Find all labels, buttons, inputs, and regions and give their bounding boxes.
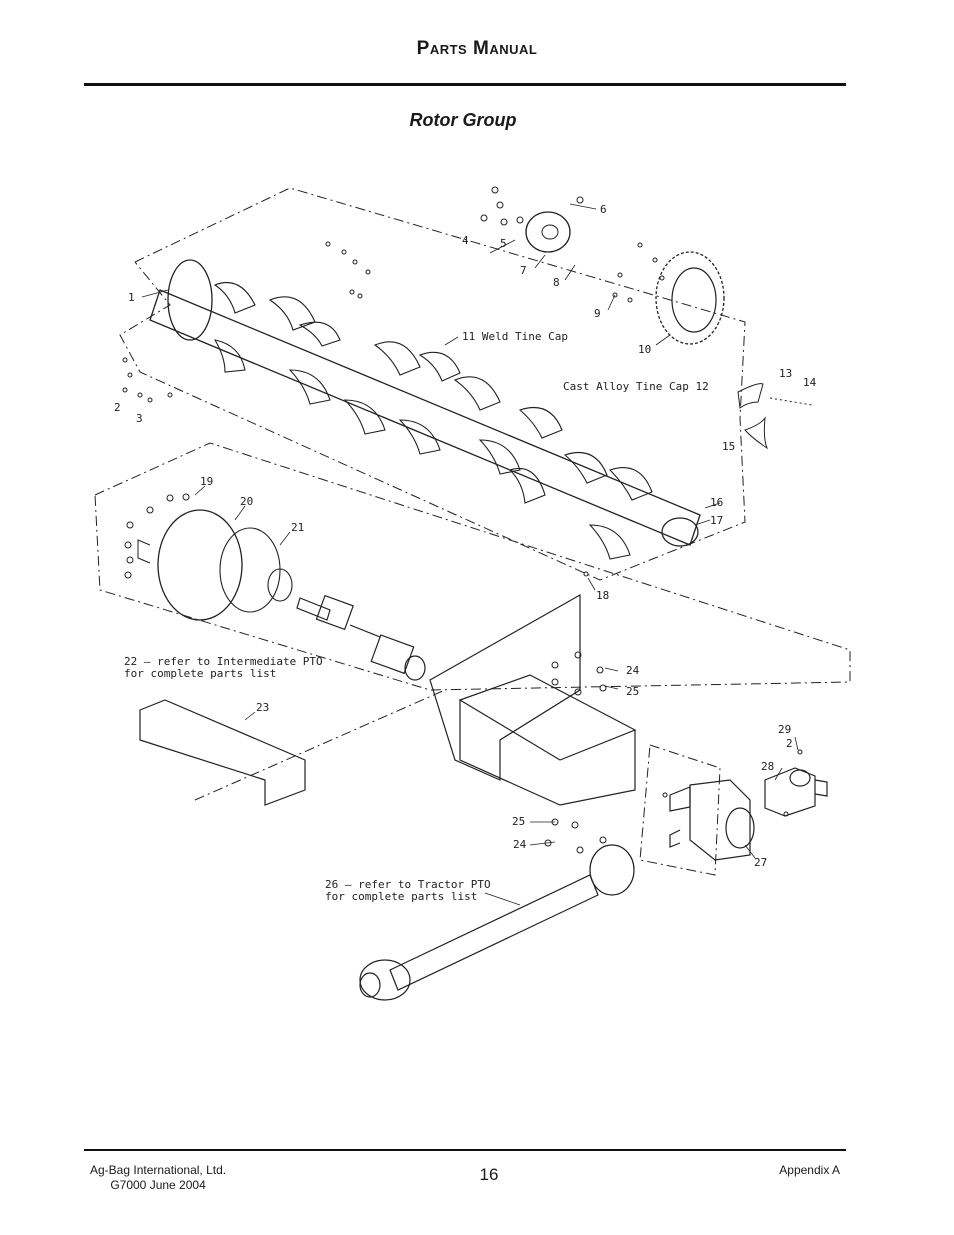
callout-29: 29 xyxy=(778,723,791,736)
gear-reducer xyxy=(157,509,243,621)
callout-labels: 1 2 3 4 5 6 7 8 9 10 11 Weld Tine Cap Ca… xyxy=(114,203,817,903)
callout-3: 3 xyxy=(136,412,143,425)
callout-11: 11 Weld Tine Cap xyxy=(462,330,568,343)
callout-24b: 24 xyxy=(513,838,527,851)
intermediate-pto xyxy=(296,594,426,681)
footer-company: Ag-Bag International, Ltd. xyxy=(90,1163,227,1177)
gearbox-boundary xyxy=(639,744,721,876)
callout-16: 16 xyxy=(710,496,723,509)
footer-page-number: 16 xyxy=(479,1165,499,1184)
callout-26a: 26 — refer to Tractor PTO xyxy=(325,878,491,891)
callout-12: Cast Alloy Tine Cap 12 xyxy=(563,380,709,393)
tine-caps xyxy=(213,281,653,560)
hydraulic-motor xyxy=(764,767,828,817)
mounting-bracket xyxy=(429,593,581,781)
tractor-pto xyxy=(359,844,635,1001)
callout-19: 19 xyxy=(200,475,213,488)
callout-8: 8 xyxy=(553,276,560,289)
header-rule xyxy=(84,83,846,86)
callout-27: 27 xyxy=(754,856,767,869)
callout-21: 21 xyxy=(291,521,304,534)
callout-25b: 25 xyxy=(512,815,525,828)
right-angle-gearbox xyxy=(669,779,755,861)
footer-appendix: Appendix A xyxy=(779,1163,840,1177)
drive-boundary xyxy=(94,442,851,691)
leader-lines xyxy=(141,203,799,906)
callout-28: 28 xyxy=(761,760,774,773)
callout-20: 20 xyxy=(240,495,253,508)
tine-cap-part-15 xyxy=(744,416,769,450)
rotor-end-plate xyxy=(167,259,213,341)
callout-25a: 25 xyxy=(626,685,639,698)
pto-shield xyxy=(139,699,306,806)
callout-15: 15 xyxy=(722,440,735,453)
callout-17: 17 xyxy=(710,514,723,527)
callout-4: 4 xyxy=(462,234,469,247)
fasteners xyxy=(122,186,803,854)
callout-18: 18 xyxy=(596,589,609,602)
callout-10: 10 xyxy=(638,343,651,356)
callout-24a: 24 xyxy=(626,664,640,677)
rotor-boundary xyxy=(119,187,746,581)
section-title: Rotor Group xyxy=(409,110,517,130)
callout-13: 13 xyxy=(779,367,792,380)
callout-22a: 22 — refer to Intermediate PTO xyxy=(124,655,323,668)
callout-22b: for complete parts list xyxy=(124,667,276,680)
callout-14: 14 xyxy=(803,376,817,389)
callout-9: 9 xyxy=(594,307,601,320)
footer-company-block: Ag-Bag International, Ltd. G7000 June 20… xyxy=(90,1163,226,1193)
callout-26b: for complete parts list xyxy=(325,890,477,903)
rotor-shaft xyxy=(149,289,701,546)
callout-5: 5 xyxy=(500,237,507,250)
callout-6: 6 xyxy=(600,203,607,216)
page-header-title: Parts Manual xyxy=(416,38,538,59)
callout-2b: 2 xyxy=(786,737,793,750)
mounting-plate xyxy=(458,674,637,806)
callout-7: 7 xyxy=(520,264,527,277)
drive-sprocket xyxy=(655,251,725,345)
flange-hub xyxy=(525,211,571,253)
cast-tine-cap xyxy=(737,383,764,409)
callout-23: 23 xyxy=(256,701,269,714)
rotor-bearing-ring xyxy=(661,517,699,547)
pto-boundary xyxy=(194,689,446,801)
callout-2a: 2 xyxy=(114,401,121,414)
footer-rule xyxy=(84,1149,846,1151)
callout-1: 1 xyxy=(128,291,135,304)
footer-model-date: G7000 June 2004 xyxy=(110,1178,206,1192)
